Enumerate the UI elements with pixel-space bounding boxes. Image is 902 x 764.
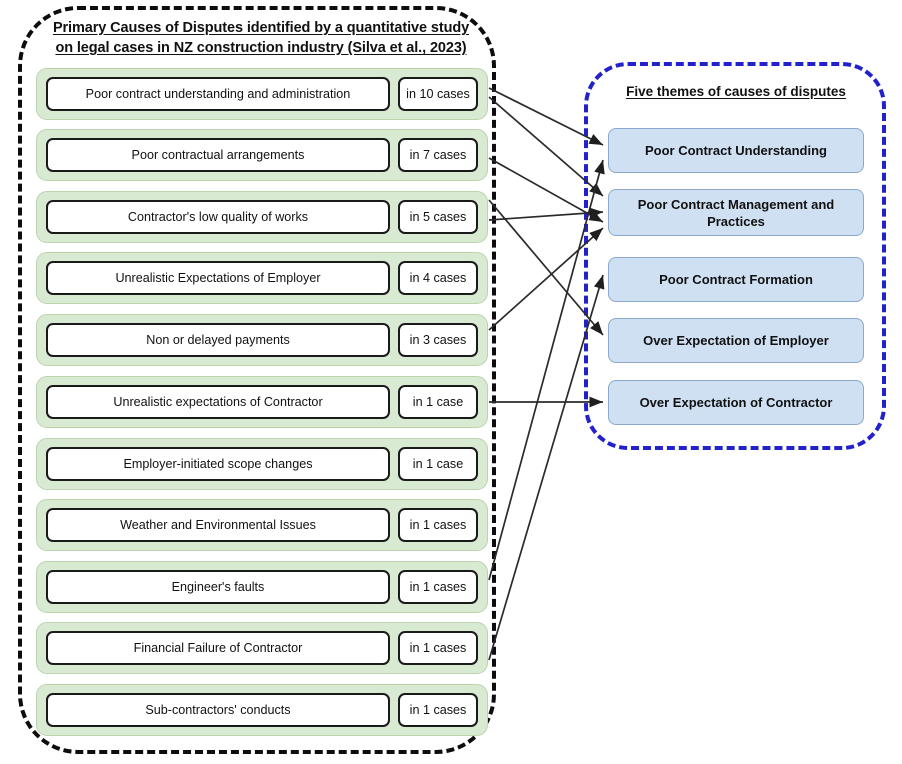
theme-box[interactable]: Over Expectation of Employer [608, 318, 864, 363]
theme-box[interactable]: Poor Contract Formation [608, 257, 864, 302]
cause-count-badge: in 5 cases [398, 200, 478, 234]
cause-label: Unrealistic Expectations of Employer [46, 261, 390, 295]
cause-row[interactable]: Poor contractual arrangements in 7 cases [36, 129, 488, 181]
cause-count-badge: in 1 case [398, 447, 478, 481]
primary-causes-title-line1: Primary Causes of Disputes identified by… [52, 20, 470, 36]
theme-box[interactable]: Poor Contract Understanding [608, 128, 864, 173]
cause-count-badge: in 1 cases [398, 631, 478, 665]
cause-count-badge: in 1 case [398, 385, 478, 419]
primary-causes-title-line2: on legal cases in NZ construction indust… [55, 40, 467, 56]
cause-count-badge: in 4 cases [398, 261, 478, 295]
cause-row[interactable]: Poor contract understanding and administ… [36, 68, 488, 120]
cause-count-badge: in 1 cases [398, 508, 478, 542]
theme-box[interactable]: Over Expectation of Contractor [608, 380, 864, 425]
cause-label: Engineer's faults [46, 570, 390, 604]
theme-box[interactable]: Poor Contract Management and Practices [608, 189, 864, 236]
cause-row[interactable]: Unrealistic Expectations of Employer in … [36, 252, 488, 304]
cause-label: Sub-contractors' conducts [46, 693, 390, 727]
cause-count-badge: in 1 cases [398, 570, 478, 604]
cause-label: Financial Failure of Contractor [46, 631, 390, 665]
cause-count-badge: in 1 cases [398, 693, 478, 727]
cause-label: Weather and Environmental Issues [46, 508, 390, 542]
cause-count-badge: in 3 cases [398, 323, 478, 357]
cause-row[interactable]: Contractor's low quality of works in 5 c… [36, 191, 488, 243]
cause-count-badge: in 10 cases [398, 77, 478, 111]
cause-label: Poor contract understanding and administ… [46, 77, 390, 111]
cause-label: Poor contractual arrangements [46, 138, 390, 172]
cause-count-badge: in 7 cases [398, 138, 478, 172]
cause-label: Employer-initiated scope changes [46, 447, 390, 481]
cause-label: Contractor's low quality of works [46, 200, 390, 234]
cause-row[interactable]: Sub-contractors' conducts in 1 cases [36, 684, 488, 736]
cause-row[interactable]: Non or delayed payments in 3 cases [36, 314, 488, 366]
primary-causes-title: Primary Causes of Disputes identified by… [46, 18, 476, 58]
cause-row[interactable]: Financial Failure of Contractor in 1 cas… [36, 622, 488, 674]
cause-label: Non or delayed payments [46, 323, 390, 357]
themes-title: Five themes of causes of disputes [626, 84, 846, 99]
cause-row[interactable]: Employer-initiated scope changes in 1 ca… [36, 438, 488, 490]
cause-row[interactable]: Weather and Environmental Issues in 1 ca… [36, 499, 488, 551]
cause-label: Unrealistic expectations of Contractor [46, 385, 390, 419]
cause-row[interactable]: Unrealistic expectations of Contractor i… [36, 376, 488, 428]
cause-row[interactable]: Engineer's faults in 1 cases [36, 561, 488, 613]
